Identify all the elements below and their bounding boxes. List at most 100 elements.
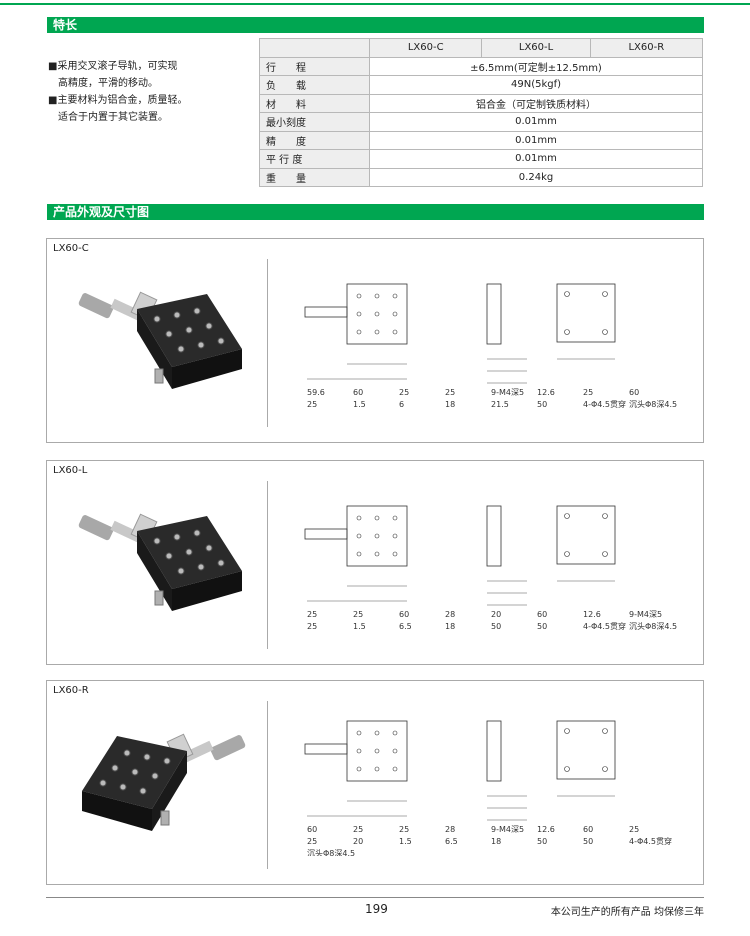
hole-mark	[374, 551, 380, 557]
dimension-label: 50	[583, 837, 593, 846]
dimension-label: 60	[629, 388, 639, 397]
micrometer-outline	[304, 743, 348, 755]
hole-mark	[356, 551, 362, 557]
stage-photo-svg	[82, 733, 246, 831]
hole-mark	[564, 513, 570, 519]
spec-label: 精 度	[259, 130, 370, 150]
mount-hole	[173, 311, 181, 319]
page-number: 199	[365, 902, 388, 916]
dimension-label: 25	[307, 837, 317, 846]
spec-label: 最小刻度	[259, 112, 370, 132]
dimension-label: 沉头Φ8深4.5	[629, 399, 677, 409]
hole-mark	[392, 311, 398, 317]
mount-hole	[185, 548, 193, 556]
mount-hole	[205, 322, 213, 330]
hole-mark	[374, 515, 380, 521]
side-view-outline	[486, 505, 502, 567]
micrometer-outline	[304, 306, 348, 318]
hole-mark	[392, 533, 398, 539]
dimension-label: 60	[307, 825, 317, 834]
mount-hole	[153, 315, 161, 323]
mount-hole	[153, 537, 161, 545]
dimension-label: 60	[537, 610, 547, 619]
box-divider	[267, 701, 268, 869]
spec-row: 行 程±6.5mm(可定制±12.5mm)	[259, 56, 703, 76]
dimension-label: 21.5	[491, 400, 509, 409]
dimension-label: 18	[445, 622, 455, 631]
stage-side-face	[172, 571, 242, 611]
side-view-outline	[486, 720, 502, 782]
features-section-bar: 特长	[47, 17, 704, 33]
dimension-label: 沉头Φ8深4.5	[629, 621, 677, 631]
hole-mark	[602, 329, 608, 335]
hole-mark	[356, 515, 362, 521]
mount-hole	[217, 559, 225, 567]
dimension-label: 1.5	[353, 622, 366, 631]
hole-mark	[602, 291, 608, 297]
dimension-label: 1.5	[353, 400, 366, 409]
dimension-label: 沉头Φ8深4.5	[307, 848, 355, 856]
spec-value: ±6.5mm(可定制±12.5mm)	[369, 56, 703, 76]
hole-mark	[602, 513, 608, 519]
dimension-label: 25	[353, 825, 363, 834]
hole-mark	[374, 311, 380, 317]
dimension-label: 25	[353, 610, 363, 619]
box-divider	[267, 259, 268, 427]
spec-header-cell: LX60-C	[368, 38, 483, 58]
dimension-label: 20	[353, 837, 363, 846]
dimension-label: 6.5	[399, 622, 412, 631]
dimension-label: 4-Φ4.5贯穿	[583, 399, 626, 409]
dimension-label: 59.6	[307, 388, 325, 397]
side-view-outline	[486, 283, 502, 345]
hole-mark	[374, 329, 380, 335]
dimension-label: 60	[353, 388, 363, 397]
dimension-label: 60	[583, 825, 593, 834]
front-view-outline	[346, 720, 408, 782]
hole-mark	[564, 291, 570, 297]
hole-mark	[392, 766, 398, 772]
dimension-label: 50	[537, 622, 547, 631]
stage-photo-svg	[78, 291, 242, 389]
stage-photo-svg	[78, 513, 242, 611]
hole-mark	[392, 293, 398, 299]
box-divider	[267, 481, 268, 649]
dimension-label: 25	[629, 825, 639, 834]
hole-mark	[374, 293, 380, 299]
mount-hole	[163, 757, 171, 765]
top-view-outline	[556, 720, 616, 780]
hole-mark	[374, 748, 380, 754]
hole-mark	[602, 728, 608, 734]
dimension-label: 28	[445, 825, 455, 834]
hole-mark	[392, 329, 398, 335]
dimension-label: 50	[537, 400, 547, 409]
mount-hole	[143, 753, 151, 761]
hole-mark	[602, 551, 608, 557]
dimension-label: 12.6	[583, 610, 601, 619]
mount-hole	[185, 326, 193, 334]
lock-knob	[160, 810, 170, 826]
features-list: ■采用交叉滚子导轨，可实现 高精度，平滑的移动。 ■主要材料为铝合金，质量轻。 …	[48, 58, 253, 126]
dimension-label: 60	[399, 610, 409, 619]
hole-mark	[564, 329, 570, 335]
hole-mark	[564, 551, 570, 557]
product-name: LX60-R	[53, 685, 89, 696]
product-photo	[77, 711, 247, 865]
mount-hole	[197, 563, 205, 571]
mount-hole	[165, 552, 173, 560]
spec-label: 材 料	[259, 93, 370, 113]
top-view-outline	[556, 505, 616, 565]
spec-table: LX60-C LX60-L LX60-R 行 程±6.5mm(可定制±12.5m…	[259, 38, 704, 187]
mount-hole	[131, 768, 139, 776]
hole-mark	[356, 329, 362, 335]
mount-hole	[193, 529, 201, 537]
spec-header-cell: LX60-R	[589, 38, 704, 58]
dimension-label: 50	[537, 837, 547, 846]
hole-mark	[374, 766, 380, 772]
dimension-label: 25	[399, 388, 409, 397]
